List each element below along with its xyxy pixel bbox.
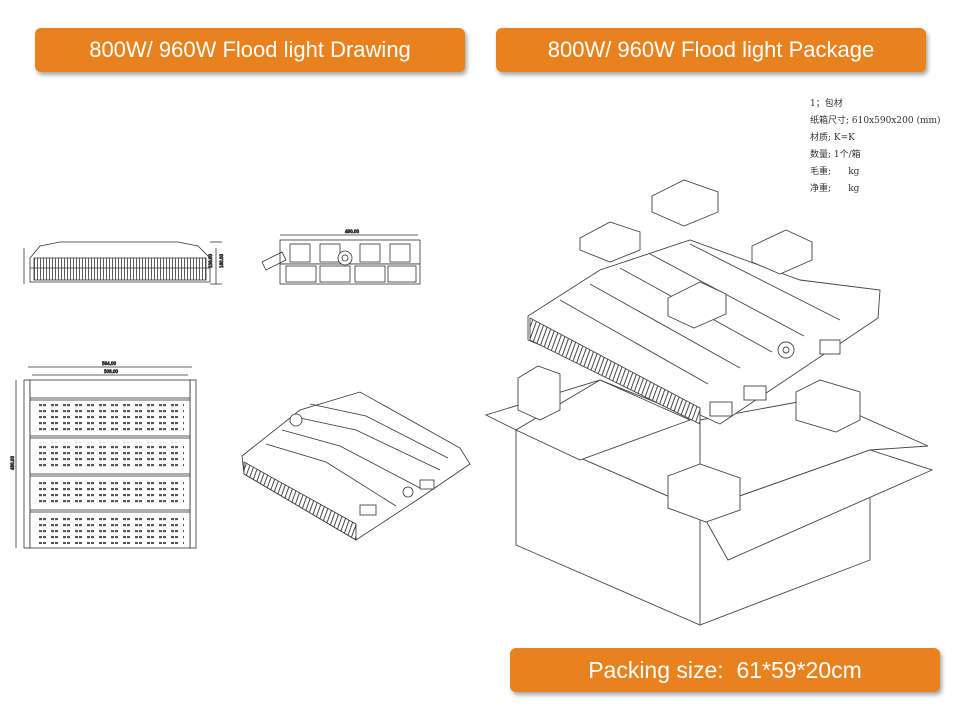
packing-size-banner: Packing size: 61*59*20cm <box>510 648 940 692</box>
front-height-label: 480.00 <box>10 456 15 470</box>
spec-line-carton-size: 纸箱尺寸; 610x590x200 (mm) <box>810 116 941 126</box>
drawing-title-banner: 800W/ 960W Flood light Drawing <box>35 28 465 72</box>
package-title: 800W/ 960W Flood light Package <box>547 37 875 62</box>
spec-line-quantity: 数量; 1个/箱 <box>810 150 861 160</box>
side-height-label: 160.00 <box>219 254 224 268</box>
isometric-view-drawing <box>241 391 471 541</box>
side-view-drawing: 160.00 130.00 <box>23 241 224 285</box>
package-box-drawing <box>484 365 934 626</box>
side-height-label-2: 130.00 <box>208 254 213 268</box>
front-view-drawing: 584.00 508.00 480.00 <box>10 361 197 549</box>
top-width-label: 584.00 <box>102 361 116 366</box>
rear-width-label: 490.00 <box>345 229 359 234</box>
spec-line-quality: 材质; K=K <box>810 133 855 143</box>
package-spec: 1；包材 纸箱尺寸; 610x590x200 (mm) 材质; K=K 数量; … <box>810 96 950 198</box>
package-title-banner: 800W/ 960W Flood light Package <box>496 28 926 72</box>
inner-width-label: 508.00 <box>104 369 118 374</box>
rear-view-drawing: 490.00 <box>261 229 421 285</box>
packing-size-label: Packing size: 61*59*20cm <box>588 656 862 683</box>
spec-line-material: 1；包材 <box>810 99 843 109</box>
drawing-title: 800W/ 960W Flood light Drawing <box>89 37 411 62</box>
spec-line-gross-weight: 毛重; kg <box>810 167 860 177</box>
package-light-drawing <box>527 179 881 425</box>
spec-line-net-weight: 净重; kg <box>810 184 860 194</box>
